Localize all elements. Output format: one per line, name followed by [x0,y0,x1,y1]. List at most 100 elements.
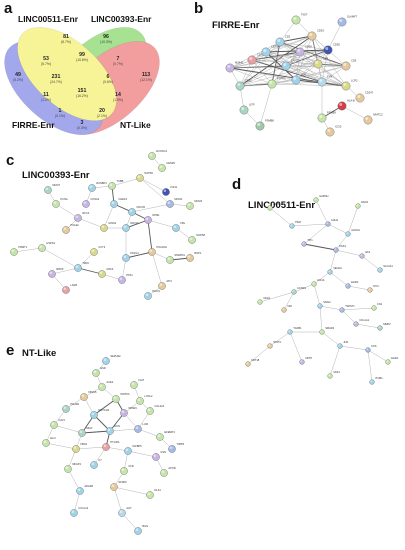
network-node-label: CXCL14 [78,506,88,510]
network-node-label: CDK4 [106,267,113,271]
network-node-label: ICOS [335,124,342,128]
network-edge [303,223,329,245]
venn-region-count: 151 [78,88,87,94]
network-edge [289,331,303,363]
network-node: GSN [152,450,166,461]
network-edge [139,177,171,205]
network-node: STAT3 [267,340,281,349]
network-node: COL4A1 [146,404,165,415]
venn-region-pct: (5.2%) [13,78,23,82]
network-edge [313,271,331,285]
network-node: TUBB [108,179,124,190]
network-edge [321,65,347,83]
venn-region-count: 7 [117,56,120,62]
venn-region-pct: (1.5%) [113,98,123,102]
network-edge [81,430,111,434]
network-node: CD79B [247,52,266,65]
network-node: APOD [160,466,176,477]
venn-region-count: 113 [142,72,150,78]
network-edge [77,217,105,229]
network-nodes: ACTBGAPDHENO1PKMLDHAALDOATPI1PGK1HK2SLC2… [245,194,399,385]
network-node: VIM [281,304,292,313]
network-node-label: SFRP2 [118,480,127,484]
network-node-label: PA2G4 [130,251,139,255]
network-node: FYN [317,74,332,87]
network-edge [239,59,253,87]
network-edge [259,83,273,127]
network-node-label: FBLN5 [88,390,97,394]
network-node-label: MMP2 [383,322,391,326]
network-node: PPIH [118,273,133,284]
network-node-label: WNT5A [120,392,129,396]
network-node: ENO1 [355,200,369,209]
venn-region-pct: (12.1%) [140,78,152,82]
network-edge [329,271,349,287]
network-edge [317,63,347,87]
venn-region-pct: (8.7%) [61,40,71,44]
network-node: ALDOA [345,228,360,237]
network-node: HLA-B [337,98,355,111]
network-node-label: PTGDS [110,440,119,444]
network-edge [293,283,315,293]
network-node-label: CCNA2 [90,197,99,201]
network-node-label: GAPDH [319,194,328,198]
network-node-label: FBL [180,221,185,225]
network-node: CD79A [261,44,280,57]
network-node-label: CD3E [333,42,340,46]
network-node-label: POLE2 [70,223,79,227]
network-node-label: TWIST1 [345,304,355,308]
network-node-label: SLAMF7 [347,14,358,18]
network-edge [147,219,153,253]
network-edge [265,35,313,53]
venn-region-count: 49 [15,72,21,78]
network-node-label: ADH1B [84,484,93,488]
network-node-label: IL7R [249,102,255,106]
network-node-label: NOP56 [144,171,153,175]
network-node: RRP9 [48,267,64,278]
network-node-label: NOP58 [196,233,205,237]
network-node-label: NOTCH3 [98,408,109,412]
network-node: CXCL14 [70,506,89,517]
network-node-label: SNRPD1 [174,253,185,257]
network-edge [239,65,287,87]
network-edge [315,199,329,225]
network-edge [347,285,371,291]
network-node: CD3G [307,28,324,41]
network-node: CD6 [313,56,329,69]
network-node: EFEMP1 [156,430,175,441]
venn-region-pct: (10.3%) [100,40,112,44]
venn-region-count: 53 [43,56,49,62]
network-edge [55,203,79,219]
network-edge [269,207,293,227]
network-node: CCND1 [291,286,307,295]
network-node: DLK1 [146,488,161,499]
network-edge [151,251,163,287]
panel-title-e: NT-Like [22,348,57,359]
network-edge [335,249,363,257]
network-node: KRT18 [245,358,260,367]
network-node-label: HLA-B [347,98,355,102]
network-node: CD28 [295,44,312,57]
network-node: KRT8 [299,356,312,365]
network-node-label: IGFBP5 [132,444,142,448]
network-edge [111,177,141,187]
network-node: NOP58 [188,233,205,244]
network-nt-like: SEPHS2ESDACE2FHITFBLN5WNT5ALOXL2PALMDNOT… [42,354,185,535]
network-node-label: EGFR [351,280,358,284]
venn-region-count: 14 [115,92,121,98]
network-node-label: CD79B [257,52,266,56]
network-node: NPM1 [144,213,160,224]
network-node: HIF1A [311,278,325,287]
network-node: CD247 [355,90,374,103]
network-node: C7 [90,458,102,469]
network-edge [367,349,389,363]
network-edge [279,41,329,51]
network-node: CD44 [327,370,340,379]
network-node: ELN [42,436,56,447]
network-edge [265,51,347,87]
network-node: CHEK1 [110,197,128,208]
network-edge [137,428,161,438]
network-node-label: JUN [343,340,348,344]
network-node-label: MYC [373,284,379,288]
network-edge [113,486,151,496]
